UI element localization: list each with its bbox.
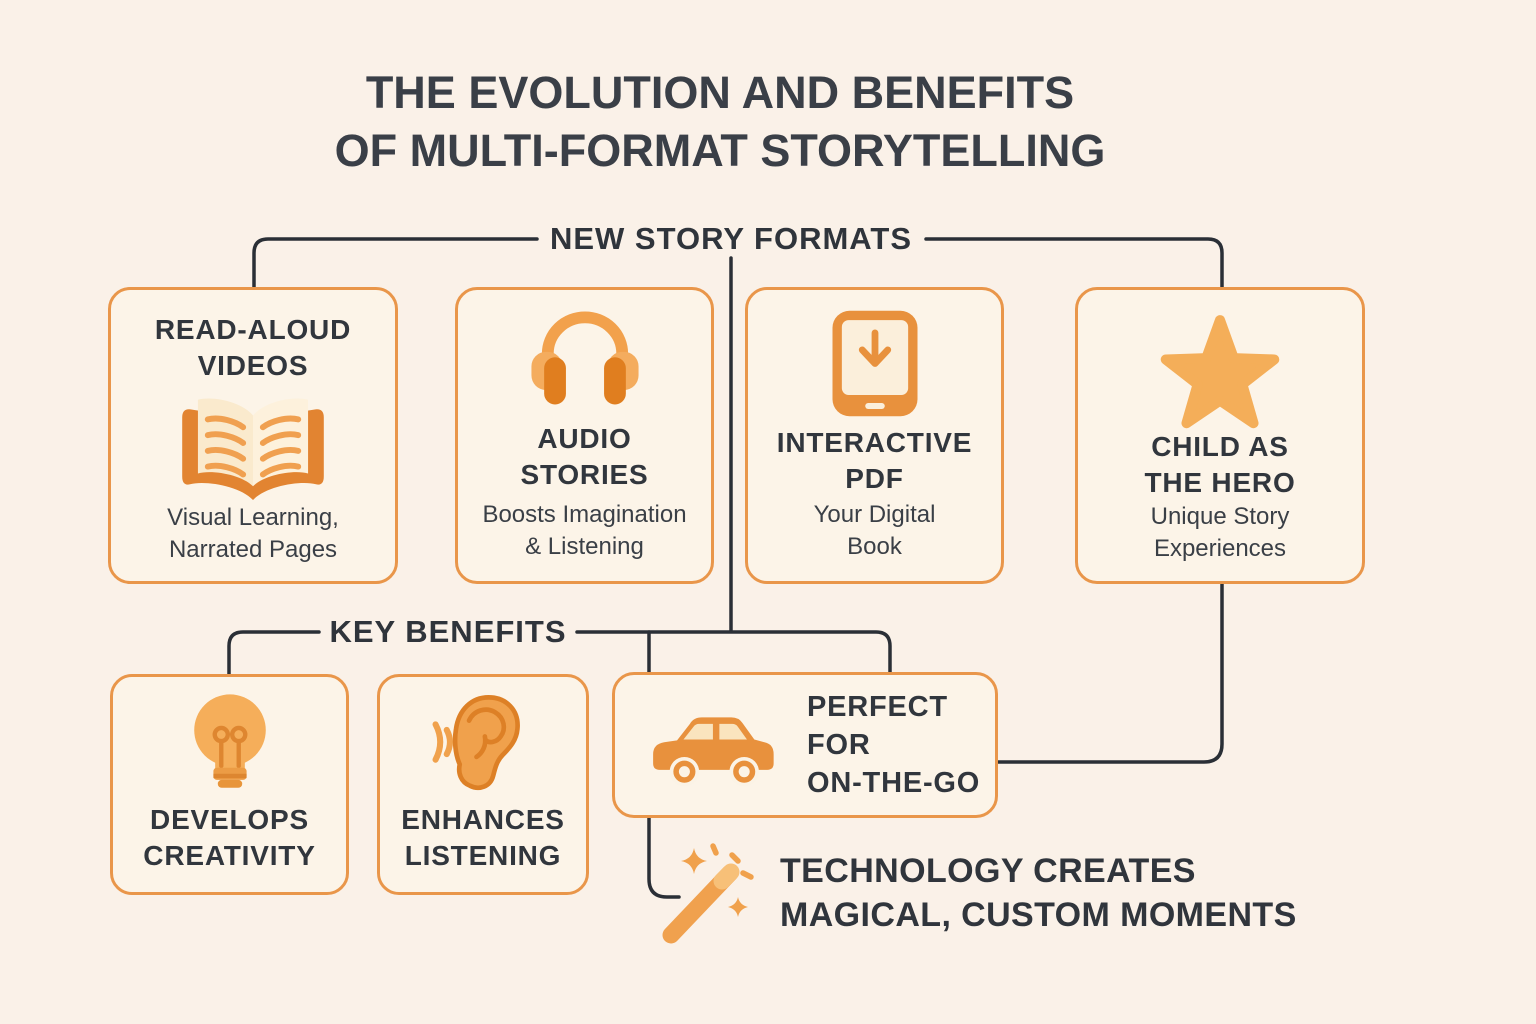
connector-car-to-wand	[647, 814, 681, 899]
car-icon	[643, 699, 781, 791]
footnote-line2: MAGICAL, CUSTOM MOMENTS	[780, 896, 1297, 934]
connector-formats-left	[252, 237, 539, 289]
card-interactive-pdf: INTERACTIVE PDF Your Digital Book	[745, 287, 1004, 584]
page-title: THE EVOLUTION AND BENEFITS OF MULTI-FORM…	[0, 64, 1440, 180]
card-perfect-for-on-the-go: PERFECT FOR ON-THE-GO	[612, 672, 998, 818]
connector-hero-to-car	[994, 582, 1224, 764]
card-subtitle: Unique Story Experiences	[1150, 503, 1290, 562]
connector-formats-right	[924, 237, 1224, 289]
card-title: INTERACTIVE PDF	[776, 427, 973, 494]
footnote-text: TECHNOLOGY CREATES MAGICAL, CUSTOM MOMEN…	[780, 849, 1297, 937]
card-subtitle: Your Digital Book	[813, 501, 936, 560]
open-book-icon	[174, 384, 332, 502]
connector-benefits-left	[227, 630, 321, 678]
footnote-line1: TECHNOLOGY CREATES	[780, 852, 1196, 890]
card-title: PERFECT FOR ON-THE-GO	[807, 691, 981, 799]
tablet-download-icon	[824, 304, 926, 423]
card-read-aloud-videos: READ-ALOUD VIDEOS Visual Learning, Narra…	[108, 287, 398, 584]
card-child-as-the-hero: CHILD AS THE HERO Unique Story Experienc…	[1075, 287, 1365, 584]
star-icon	[1159, 312, 1281, 429]
card-subtitle: Boosts Imagination & Listening	[482, 501, 687, 560]
card-audio-stories: AUDIO STORIES Boosts Imagination & Liste…	[455, 287, 714, 584]
magic-wand-icon	[658, 840, 758, 950]
ear-icon	[427, 689, 539, 796]
page-title-line2: OF MULTI-FORMAT STORYTELLING	[334, 125, 1106, 176]
card-enhances-listening: ENHANCES LISTENING	[377, 674, 589, 895]
section-label-new-story-formats: NEW STORY FORMATS	[549, 221, 913, 256]
connector-benefits-right	[575, 630, 892, 676]
card-develops-creativity: DEVELOPS CREATIVITY	[110, 674, 349, 895]
card-subtitle: Visual Learning, Narrated Pages	[167, 504, 339, 563]
card-title: AUDIO STORIES	[520, 422, 649, 490]
card-title: READ-ALOUD VIDEOS	[154, 314, 352, 381]
headphones-icon	[526, 306, 644, 414]
page-title-line1: THE EVOLUTION AND BENEFITS	[365, 67, 1075, 118]
card-title: ENHANCES LISTENING	[401, 804, 565, 871]
lightbulb-icon	[182, 689, 278, 801]
card-title: DEVELOPS CREATIVITY	[143, 804, 316, 871]
card-title: CHILD AS THE HERO	[1144, 431, 1296, 498]
section-label-key-benefits: KEY BENEFITS	[329, 614, 567, 649]
